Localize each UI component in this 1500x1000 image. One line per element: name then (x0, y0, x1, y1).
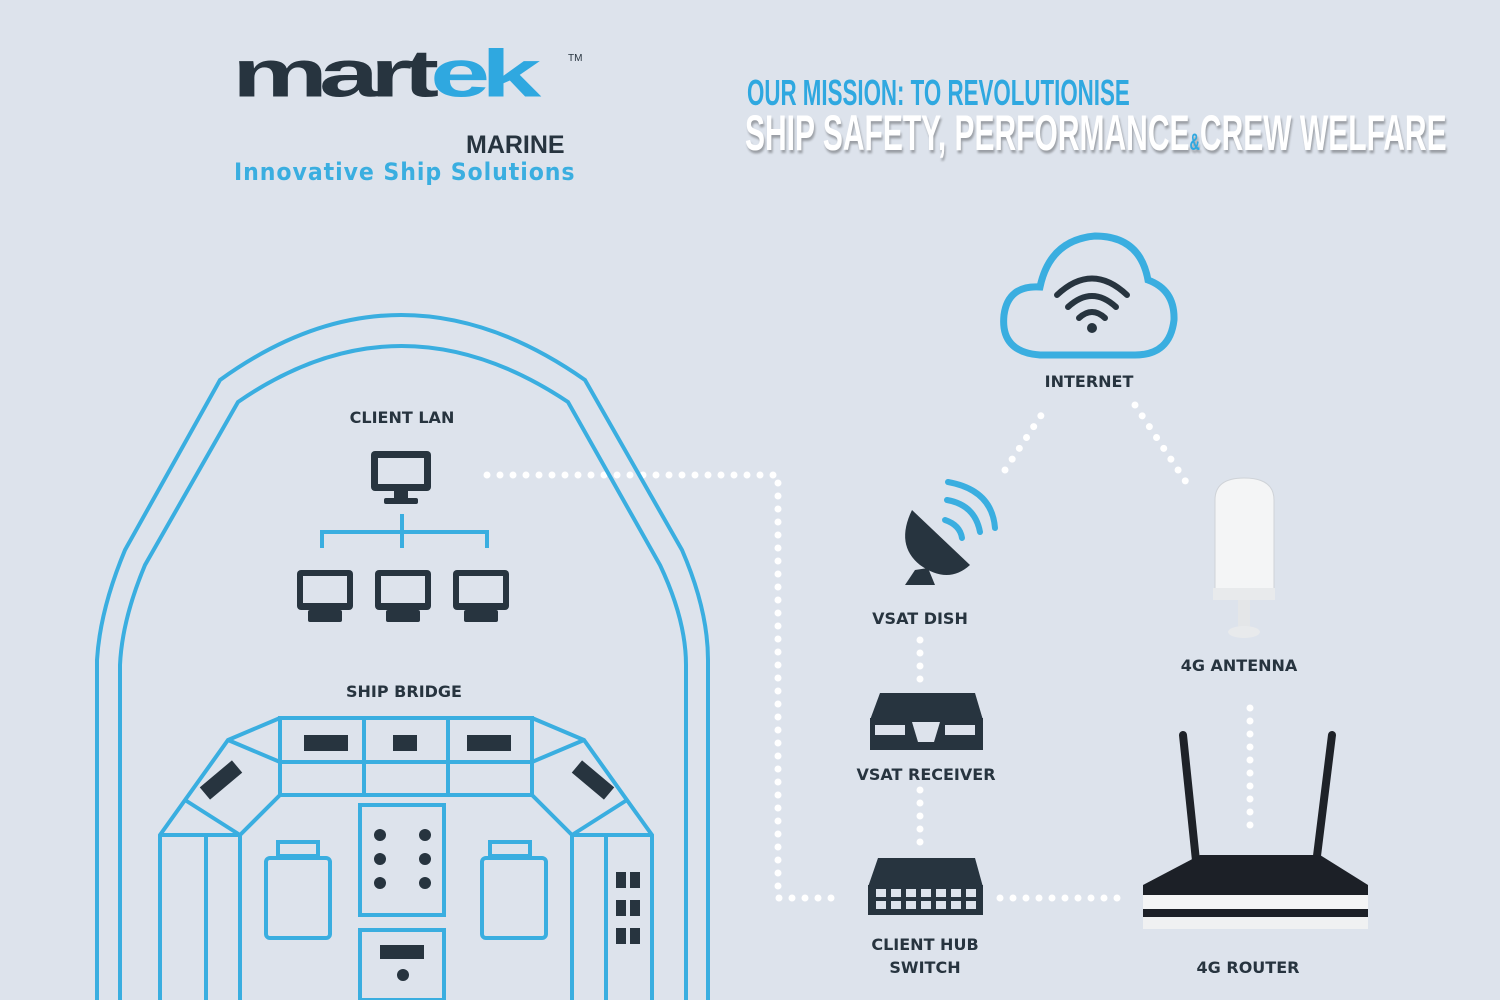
ship-outline (95, 313, 710, 1000)
4g-antenna-image (1213, 477, 1275, 638)
client-lan-icon (297, 451, 509, 622)
connection-lines (483, 401, 1254, 902)
bridge-panels (199, 735, 640, 981)
logo-marine: MARINE (466, 131, 565, 159)
vsat-receiver-icon (870, 693, 983, 750)
vsat-dish-icon (905, 479, 998, 585)
dish-to-internet-line (1001, 401, 1052, 474)
label-client-lan: CLIENT LAN (349, 408, 455, 427)
label-4g-router: 4G ROUTER (1196, 958, 1300, 977)
logo-wordmark: martek (232, 35, 541, 111)
label-internet: INTERNET (1044, 372, 1134, 391)
4g-router-image (1143, 731, 1368, 929)
label-4g-antenna: 4G ANTENNA (1180, 656, 1298, 675)
lan-to-hub-line (483, 471, 846, 902)
label-vsat-dish: VSAT DISH (872, 609, 968, 628)
ship-bridge-icon (158, 716, 654, 1000)
trademark: TM (568, 53, 583, 64)
cloud-wifi-icon (1000, 232, 1178, 359)
label-vsat-receiver: VSAT RECEIVER (856, 765, 996, 784)
logo-tagline: Innovative Ship Solutions (234, 158, 576, 186)
client-hub-switch-icon (868, 858, 983, 915)
mission-line-2: SHIP SAFETY, PERFORMANCE&CREW WELFARE (745, 105, 1447, 161)
label-ship-bridge: SHIP BRIDGE (346, 682, 462, 701)
mission-line-1: OUR MISSION: TO REVOLUTIONISE (747, 72, 1130, 113)
antenna-to-internet-line (1131, 401, 1192, 489)
